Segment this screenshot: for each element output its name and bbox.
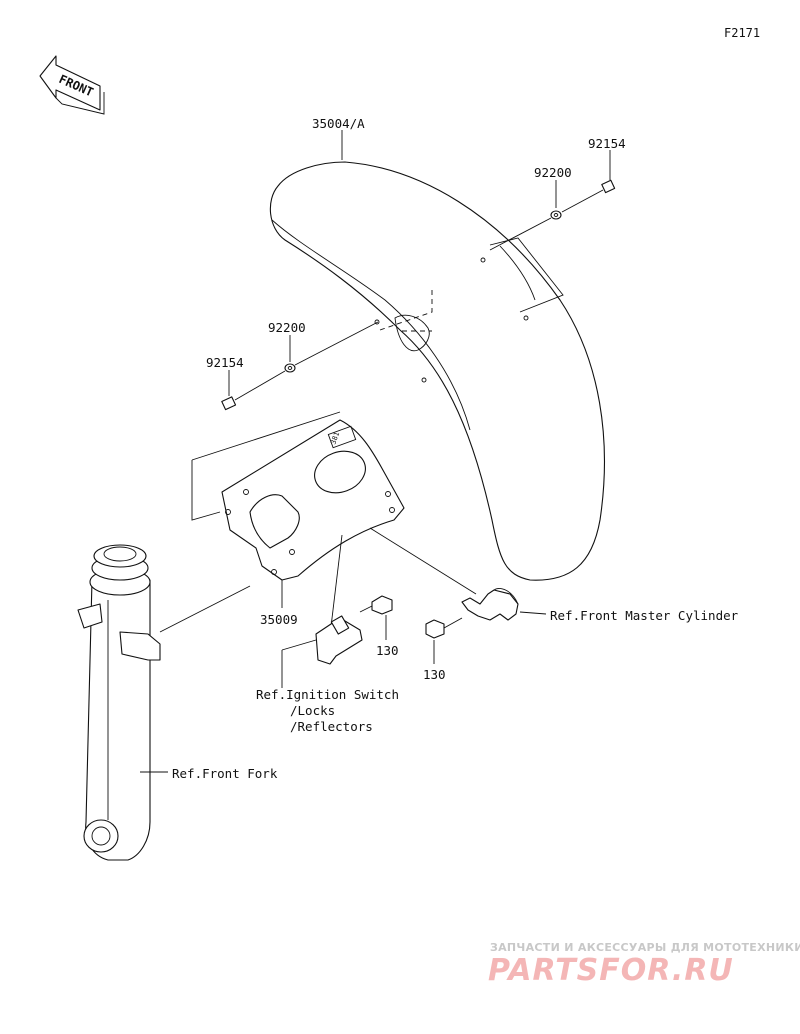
bolt-92154-upper: [561, 179, 616, 213]
callout-washer-upper: 92200: [534, 165, 572, 180]
ref-master-cylinder: Ref.Front Master Cylinder: [550, 608, 739, 623]
figure-code: F2171: [724, 26, 760, 40]
ref-reflectors: /Reflectors: [290, 719, 373, 734]
callout-bolt-right: 130: [423, 667, 446, 682]
front-arrow-icon: FRONT: [39, 55, 105, 115]
callout-bracket: 35009: [260, 612, 298, 627]
front-fender: [269, 161, 605, 581]
ref-ignition-switch: Ref.Ignition Switch: [256, 687, 399, 702]
callout-bolt-center: 130: [376, 643, 399, 658]
callout-bolt-lower: 92154: [206, 355, 244, 370]
svg-text:381: 381: [329, 431, 341, 446]
watermark-logo: PARTSFOR.RU: [488, 953, 734, 988]
washer-92200-upper: [489, 210, 562, 251]
ignition-switch-bracket: [315, 615, 363, 665]
watermark-tagline: ЗАПЧАСТИ И АКСЕССУАРЫ ДЛЯ МОТОТЕХНИКИ: [490, 941, 800, 954]
washer-92200-lower: [284, 363, 296, 373]
master-cylinder-bracket: [461, 588, 519, 621]
bolt-92154-lower: [221, 396, 237, 411]
bolt-130-center: [359, 595, 393, 615]
bolt-130-right: [425, 617, 463, 639]
callout-fender: 35004/A: [312, 116, 365, 131]
fender-bracket: 381: [221, 419, 405, 581]
ref-front-fork: Ref.Front Fork: [172, 766, 278, 781]
callout-washer-lower: 92200: [268, 320, 306, 335]
front-fork: [77, 544, 161, 861]
callout-bolt-upper: 92154: [588, 136, 626, 151]
ref-locks: /Locks: [290, 703, 335, 718]
